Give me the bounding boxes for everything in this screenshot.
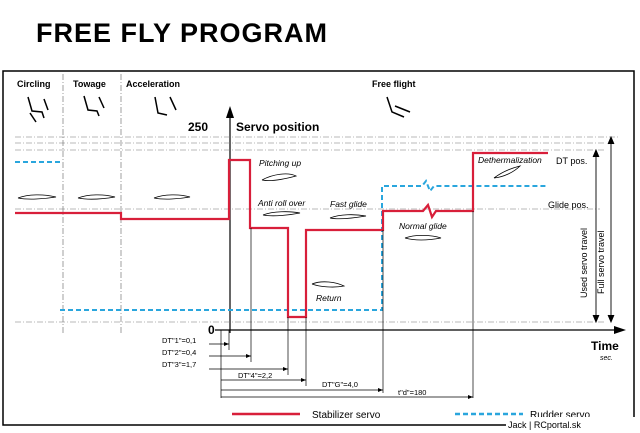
dethermalization-label: Dethermalization bbox=[478, 155, 542, 165]
pitching-up-label: Pitching up bbox=[259, 158, 301, 168]
dt3-label: DT"3"=1,7 bbox=[162, 360, 196, 369]
return-label: Return bbox=[316, 293, 342, 303]
timing-arrows bbox=[224, 342, 473, 399]
tail-towage-icon bbox=[83, 95, 105, 117]
phase-circling-label: Circling bbox=[17, 79, 51, 89]
normal-glide-label: Normal glide bbox=[399, 221, 447, 231]
glide-pos-label: Glide pos. bbox=[548, 200, 589, 210]
dt1-label: DT"1"=0,1 bbox=[162, 336, 196, 345]
y-axis-arrow-icon bbox=[226, 106, 234, 118]
used-servo-travel-label: Used servo travel bbox=[579, 228, 589, 298]
phase-acceleration-label: Acceleration bbox=[126, 79, 180, 89]
dtg-label: DT"G"=4,0 bbox=[322, 380, 358, 389]
phase-towage-label: Towage bbox=[73, 79, 106, 89]
watermark-bg bbox=[506, 417, 636, 431]
dt2-label: DT"2"=0,4 bbox=[162, 348, 196, 357]
y-axis-zero: 0 bbox=[208, 323, 215, 337]
legend-stabilizer-label: Stabilizer servo bbox=[312, 410, 381, 421]
glider-sketches bbox=[17, 165, 522, 288]
y-axis-label: Servo position bbox=[236, 120, 319, 134]
x-axis-label: Time bbox=[591, 339, 619, 353]
watermark: Jack | RCportal.sk bbox=[508, 420, 581, 430]
diagram-frame bbox=[2, 70, 635, 426]
td-label: t"d"=180 bbox=[398, 388, 426, 397]
rudder-servo-curve bbox=[15, 161, 548, 311]
tail-circling-icon bbox=[27, 96, 49, 123]
fast-glide-label: Fast glide bbox=[330, 199, 367, 209]
x-axis-unit: sec. bbox=[600, 355, 613, 362]
x-axis-arrow-icon bbox=[614, 326, 626, 334]
phase-free-flight-label: Free flight bbox=[372, 79, 416, 89]
page-title: FREE FLY PROGRAM bbox=[36, 18, 329, 48]
reference-lines bbox=[15, 136, 618, 323]
travel-indicators bbox=[592, 135, 615, 324]
y-axis-max: 250 bbox=[188, 120, 208, 134]
dt4-label: DT"4"=2,2 bbox=[238, 371, 272, 380]
legend-rudder-label: Rudder servo bbox=[530, 410, 590, 421]
tail-free-flight-icon bbox=[386, 96, 411, 118]
timing-dimensions bbox=[209, 211, 474, 398]
stabilizer-servo-curve bbox=[15, 151, 548, 319]
tail-acceleration-icon bbox=[154, 96, 177, 116]
anti-roll-over-label: Anti roll over bbox=[257, 198, 306, 208]
dt-pos-label: DT pos. bbox=[556, 156, 587, 166]
full-servo-travel-label: Full servo travel bbox=[596, 230, 606, 294]
